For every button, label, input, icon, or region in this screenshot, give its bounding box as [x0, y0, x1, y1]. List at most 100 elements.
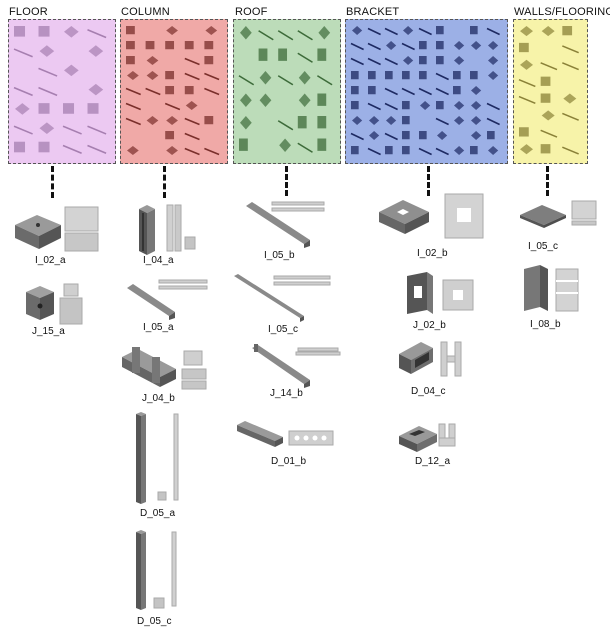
part-thumbnail: [519, 42, 529, 53]
part-thumbnail: [384, 132, 398, 141]
part-thumbnail: [367, 57, 381, 66]
part-thumbnail: [317, 116, 327, 129]
part-walls-i-05-c[interactable]: I_05_c: [518, 197, 600, 257]
part-column-d-05-a[interactable]: D_05_a: [132, 410, 207, 522]
thumbnail-grid: [238, 26, 333, 153]
part-thumbnail: [184, 41, 194, 50]
part-render-rod: [127, 279, 208, 320]
part-thumbnail: [278, 48, 288, 61]
part-thumbnail: [279, 138, 291, 152]
part-thumbnail: [541, 26, 555, 37]
connector-floor: [51, 166, 54, 198]
part-thumbnail: [419, 131, 427, 140]
part-roof-d-01-b[interactable]: D_01_b: [235, 417, 335, 469]
part-thumbnail: [402, 146, 410, 155]
part-thumbnail: [418, 87, 432, 96]
part-thumbnail: [39, 122, 55, 134]
part-thumbnail: [385, 146, 393, 155]
part-bracket-d-12-a[interactable]: D_12_a: [397, 418, 477, 470]
part-thumbnail: [184, 72, 200, 81]
part-thumbnail: [384, 87, 398, 96]
part-thumbnail: [350, 42, 364, 51]
part-thumbnail: [88, 45, 104, 57]
part-thumbnail: [436, 56, 444, 65]
part-thumbnail: [13, 86, 33, 97]
category-title-roof: ROOF: [235, 6, 268, 18]
part-thumbnail: [126, 56, 135, 65]
part-thumbnail: [166, 116, 178, 125]
part-bracket-d-04-c[interactable]: D_04_c: [397, 338, 487, 400]
part-thumbnail: [258, 30, 274, 41]
part-label: I_05_a: [143, 322, 174, 333]
part-thumbnail: [368, 86, 376, 95]
part-thumbnail: [126, 26, 135, 35]
part-floor-j-15-a[interactable]: J_15_a: [22, 282, 92, 340]
category-title-bracket: BRACKET: [346, 6, 400, 18]
part-thumbnail: [204, 56, 214, 65]
part-thumbnail: [259, 71, 272, 85]
part-render-joint: [122, 347, 207, 390]
part-thumbnail: [518, 78, 536, 88]
connector-walls-flooring: [546, 166, 549, 196]
part-thumbnail: [352, 116, 363, 125]
part-thumbnail: [204, 72, 220, 81]
part-thumbnail: [184, 132, 200, 141]
part-walls-i-08-b[interactable]: I_08_b: [520, 263, 602, 333]
part-thumbnail: [87, 144, 107, 154]
part-thumbnail: [402, 101, 410, 110]
part-thumbnail: [297, 52, 313, 63]
part-label: D_01_b: [271, 456, 307, 467]
part-thumbnail: [184, 117, 200, 126]
part-thumbnail: [420, 101, 431, 110]
part-bracket-j-02-b[interactable]: J_02_b: [405, 270, 485, 334]
part-thumbnail: [258, 48, 268, 61]
part-thumbnail: [563, 93, 577, 104]
part-roof-i-05-b[interactable]: I_05_b: [244, 198, 329, 262]
part-thumbnail: [436, 101, 444, 110]
part-thumbnail: [470, 146, 478, 155]
part-column-i-05-a[interactable]: I_05_a: [125, 278, 210, 336]
category-panel-roof: [233, 19, 341, 164]
part-thumbnail: [14, 26, 26, 37]
category-title-column: COLUMN: [121, 6, 170, 18]
part-thumbnail: [352, 26, 363, 35]
part-thumbnail: [165, 71, 175, 80]
part-thumbnail: [166, 146, 178, 155]
part-thumbnail: [350, 132, 364, 141]
part-render-frame: [407, 272, 474, 314]
part-thumbnail: [486, 102, 500, 111]
part-thumbnail: [369, 116, 380, 125]
category-panel-walls-flooring: [513, 19, 588, 164]
part-column-j-04-b[interactable]: J_04_b: [118, 343, 213, 407]
part-thumbnail: [403, 56, 414, 65]
part-render-rod-long: [234, 274, 331, 322]
part-thumbnail: [87, 125, 107, 135]
part-floor-i-02-a[interactable]: I_02_a: [15, 205, 100, 267]
part-thumbnail: [298, 71, 311, 85]
thumbnail-grid: [125, 26, 220, 156]
part-thumbnail: [435, 117, 449, 126]
part-thumbnail: [165, 131, 175, 140]
part-thumbnail: [146, 116, 159, 125]
part-label: I_05_c: [268, 324, 299, 335]
part-thumbnail: [277, 75, 294, 86]
part-bracket-i-02-b[interactable]: I_02_b: [377, 192, 487, 262]
part-thumbnail: [240, 26, 252, 40]
part-column-i-04-a[interactable]: I_04_a: [135, 203, 205, 271]
part-thumbnail: [488, 41, 499, 50]
part-thumbnail: [486, 117, 500, 126]
part-thumbnail: [145, 87, 161, 96]
part-thumbnail: [15, 103, 30, 115]
part-thumbnail: [418, 147, 432, 156]
part-roof-i-05-c[interactable]: I_05_c: [232, 270, 332, 336]
connector-roof: [285, 166, 288, 196]
part-thumbnail: [297, 116, 307, 129]
part-thumbnail: [351, 86, 359, 95]
part-thumbnail: [38, 141, 50, 153]
part-roof-j-14-b[interactable]: J_14_b: [250, 342, 342, 404]
part-render-rod-flange: [252, 344, 341, 388]
part-thumbnail: [436, 26, 444, 35]
part-thumbnail: [38, 67, 58, 77]
part-column-d-05-c[interactable]: D_05_c: [132, 528, 207, 628]
part-thumbnail: [562, 146, 579, 155]
